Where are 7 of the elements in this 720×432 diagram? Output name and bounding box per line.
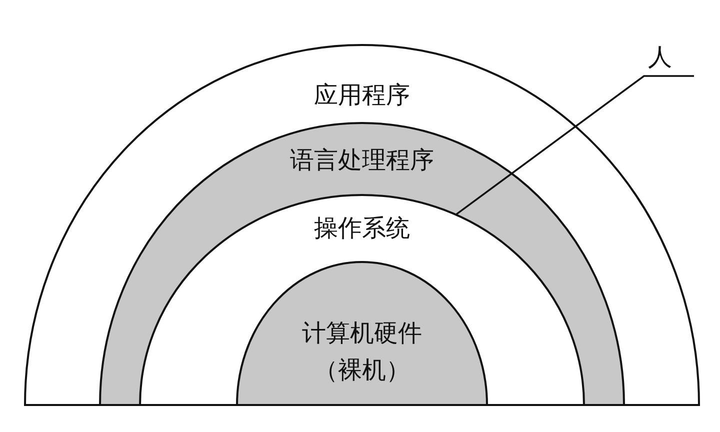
layer-label: 应用程序 [313,80,411,110]
label-text: 人 [647,42,673,72]
leader-line [455,75,694,216]
layer-label: 语言处理程序 [289,145,435,175]
layer-label: 计算机硬件 [301,318,423,348]
layer-label: 操作系统 [313,213,411,243]
layer-label: （裸机） [313,355,411,385]
